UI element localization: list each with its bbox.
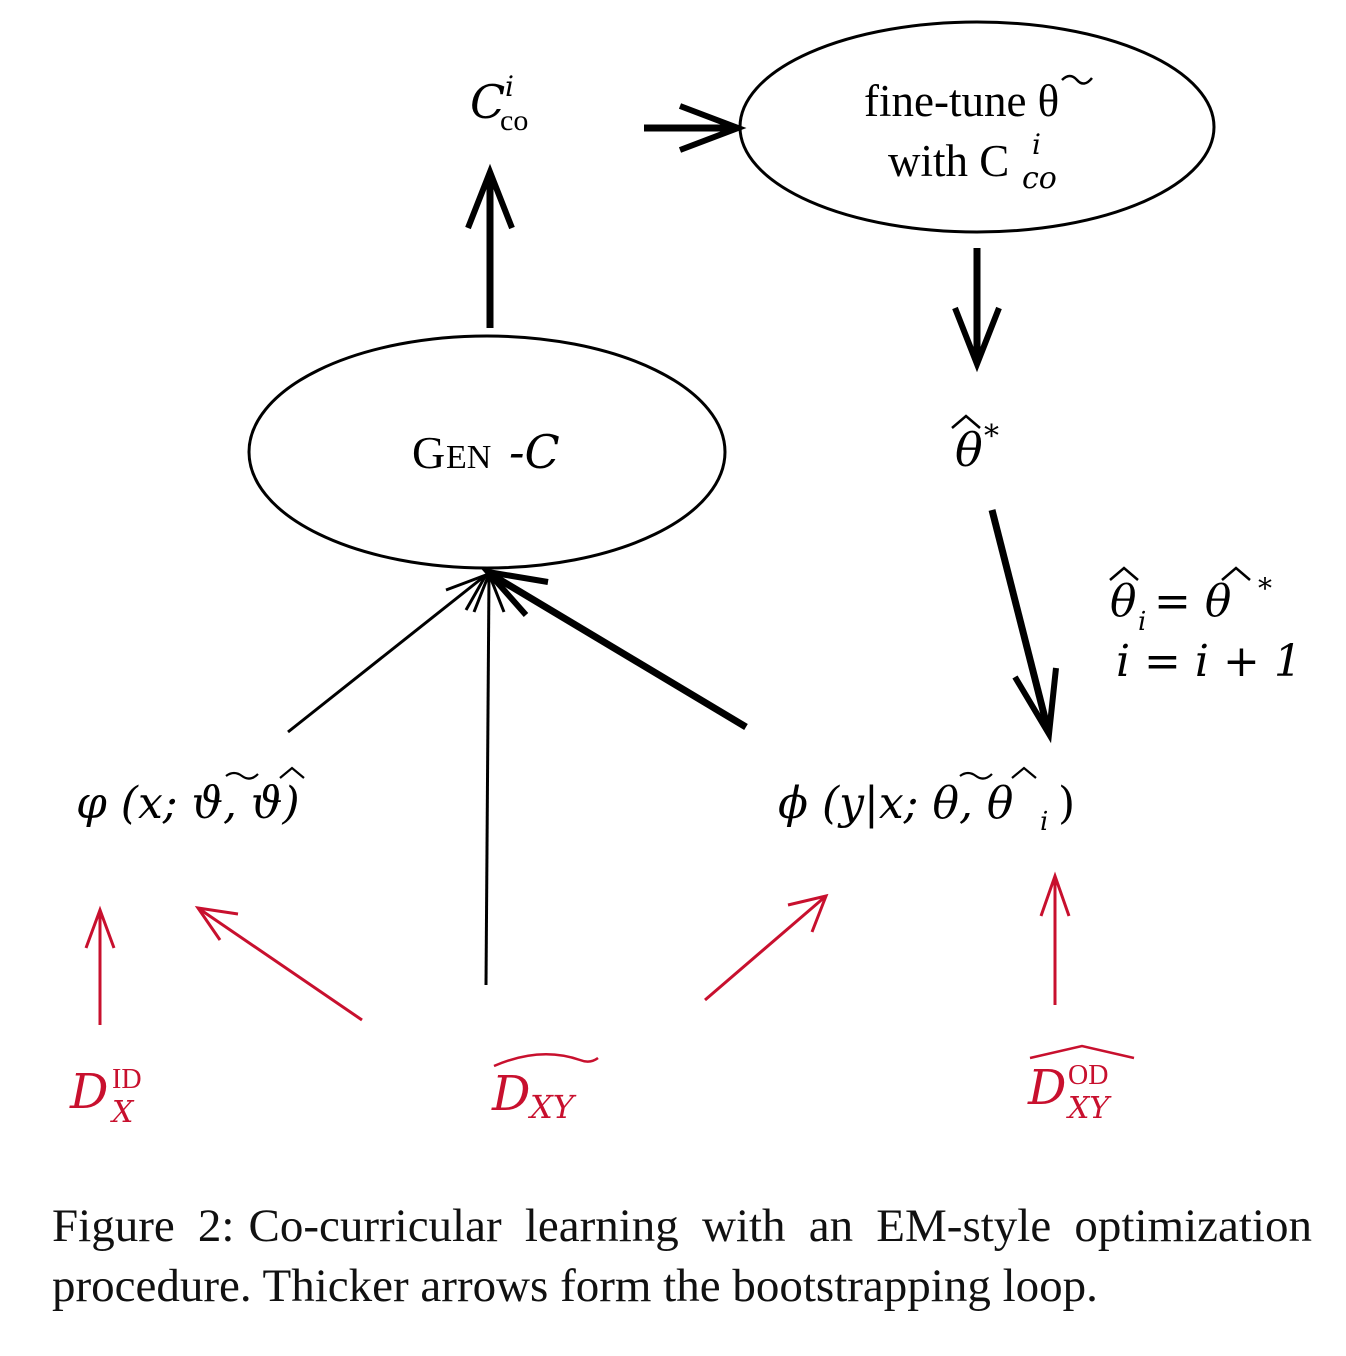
svg-text:D: D: [1027, 1060, 1066, 1116]
theta-star-label: θ *: [951, 414, 999, 477]
arrow-thetastar-to-phi: [988, 509, 1059, 744]
svg-text:i = i + 1: i = i + 1: [1116, 636, 1302, 687]
varphi-expression: φ (x; ϑ, ϑ): [76, 766, 305, 829]
svg-text:D: D: [491, 1066, 530, 1122]
figure-caption: Figure 2:Co-curricular learning with an …: [52, 1196, 1312, 1316]
gen-c-text: G EN -C: [412, 425, 560, 479]
svg-text:OD: OD: [1068, 1060, 1108, 1091]
c-co-label: C i co: [470, 70, 528, 137]
arrow-dxy-to-phi: [704, 893, 829, 1002]
svg-text:*: *: [1258, 572, 1272, 605]
svg-text:fine-tune θ: fine-tune θ: [864, 76, 1059, 126]
svg-text:*: *: [984, 419, 999, 454]
arrow-dxyod-to-phi: [1039, 871, 1071, 1005]
d-xy-od-label: D OD XY: [1027, 1044, 1135, 1126]
svg-text:φ (x; ϑ, ϑ): φ (x; ϑ, ϑ): [76, 778, 300, 829]
svg-text:co: co: [1022, 161, 1057, 196]
svg-text:XY: XY: [1066, 1091, 1112, 1126]
svg-text:i: i: [1032, 128, 1041, 161]
arrow-phi-to-gen: [480, 567, 748, 731]
svg-text:XY: XY: [527, 1088, 577, 1126]
arrow-dxid-to-varphi: [84, 905, 116, 1025]
svg-text:X: X: [110, 1095, 135, 1130]
svg-text:i: i: [505, 70, 514, 103]
arrow-dxy-to-gen: [472, 569, 506, 986]
svg-text:i: i: [1138, 607, 1146, 637]
svg-text:= θ: = θ: [1154, 576, 1231, 627]
svg-text:co: co: [500, 104, 528, 137]
svg-text:i: i: [1040, 807, 1048, 837]
arrow-dxy-to-varphi: [194, 906, 363, 1022]
arrow-cco-to-finetune: [644, 103, 747, 153]
diagram: C i co fine-tune θ with C i co θ * G EN …: [69, 20, 1302, 1130]
svg-text:θ: θ: [955, 423, 983, 477]
gen-c-node: [247, 334, 727, 570]
phi-expression: ϕ (y|x; θ, θ i ): [778, 766, 1075, 837]
svg-text:C: C: [470, 75, 505, 129]
svg-text:θ: θ: [1110, 576, 1137, 627]
arrow-varphi-to-gen: [287, 572, 490, 734]
svg-text:with C: with C: [888, 136, 1009, 186]
caption-text: Co-curricular learning with an EM-style …: [52, 1200, 1312, 1312]
svg-text:EN: EN: [446, 439, 491, 476]
svg-text:ϕ (y|x; θ, θ: ϕ (y|x; θ, θ: [778, 778, 1013, 829]
update-rule: θ i = θ * i = i + 1: [1109, 566, 1302, 687]
finetune-node: [738, 20, 1216, 234]
d-xy-label: D XY: [491, 1052, 599, 1126]
svg-text:-C: -C: [509, 425, 560, 479]
svg-text:D: D: [69, 1064, 108, 1120]
caption-label: Figure 2:: [52, 1200, 235, 1252]
svg-text:): ): [1058, 778, 1075, 829]
arrow-gen-to-cco: [465, 163, 515, 328]
svg-text:ID: ID: [112, 1064, 142, 1095]
finetune-text: fine-tune θ with C i co: [864, 74, 1093, 196]
svg-text:G: G: [412, 427, 445, 478]
arrow-finetune-to-thetastar: [952, 248, 1002, 373]
d-x-id-label: D ID X: [69, 1064, 142, 1130]
